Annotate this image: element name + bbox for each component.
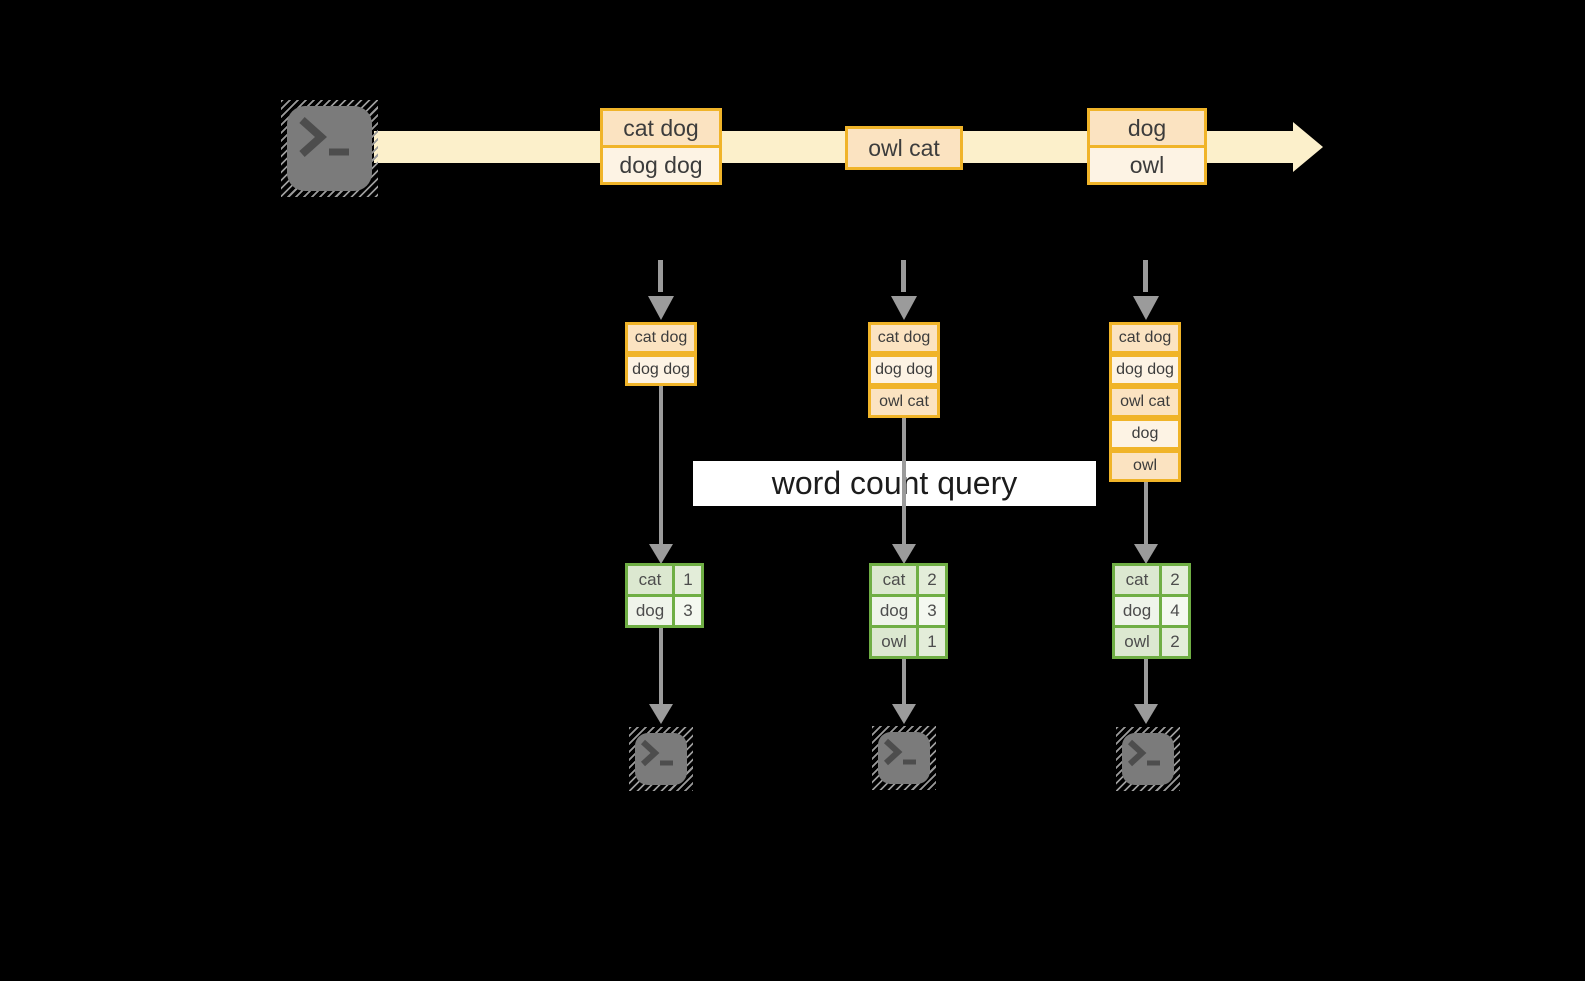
record-line: owl cat (845, 126, 963, 170)
log-row: dog dog (1109, 354, 1181, 386)
log-row: dog dog (625, 354, 697, 386)
log-table-3: cat dog dog dog owl cat dog owl (1109, 322, 1181, 482)
word-cell: cat (872, 566, 916, 594)
count-cell: 2 (1162, 566, 1188, 594)
count-cell: 2 (919, 566, 945, 594)
log-table-1: cat dog dog dog (625, 322, 697, 386)
word-cell: cat (628, 566, 672, 594)
connector-line (659, 386, 663, 546)
count-cell: 4 (1162, 597, 1188, 625)
connector-line (1144, 482, 1148, 546)
count-cell: 1 (675, 566, 701, 594)
prompt-glyph-icon (299, 117, 349, 157)
log-table-2: cat dog dog dog owl cat (868, 322, 940, 418)
count-cell: 2 (1162, 628, 1188, 656)
record-line: dog (1087, 108, 1207, 148)
arrow-head-icon (1134, 704, 1158, 724)
log-row: dog (1109, 418, 1181, 450)
log-row: cat dog (868, 322, 940, 354)
stream-record-1: cat dog dog dog (600, 108, 722, 185)
count-table-2: cat 2 dog 3 owl 1 (869, 563, 948, 659)
log-row: owl cat (868, 386, 940, 418)
word-cell: dog (872, 597, 916, 625)
log-row: owl (1109, 450, 1181, 482)
record-line: cat dog (600, 108, 722, 148)
stream-record-3: dog owl (1087, 108, 1207, 185)
query-banner: word count query (693, 461, 1096, 506)
dashed-arrow-head-icon (1133, 296, 1159, 320)
arrow-head-icon (892, 544, 916, 564)
arrow-head-icon (649, 704, 673, 724)
log-row: owl cat (1109, 386, 1181, 418)
dashed-arrow-shaft (901, 260, 906, 292)
word-cell: dog (628, 597, 672, 625)
dashed-arrow-shaft (1143, 260, 1148, 292)
count-cell: 3 (919, 597, 945, 625)
word-cell: dog (1115, 597, 1159, 625)
connector-line (659, 628, 663, 706)
count-table-3: cat 2 dog 4 owl 2 (1112, 563, 1191, 659)
log-row: cat dog (625, 322, 697, 354)
stream-arrowhead-icon (1293, 122, 1323, 172)
prompt-glyph-icon (1127, 739, 1160, 767)
connector-line (902, 659, 906, 706)
sink-terminal-icon-3 (1116, 727, 1180, 791)
connector-line (902, 418, 906, 546)
log-row: dog dog (868, 354, 940, 386)
prompt-glyph-icon (883, 738, 916, 766)
dashed-arrow-head-icon (648, 296, 674, 320)
count-cell: 1 (919, 628, 945, 656)
stream-record-2: owl cat (845, 126, 963, 170)
word-cell: owl (872, 628, 916, 656)
arrow-head-icon (649, 544, 673, 564)
word-cell: owl (1115, 628, 1159, 656)
log-row: cat dog (1109, 322, 1181, 354)
count-table-1: cat 1 dog 3 (625, 563, 704, 628)
arrow-head-icon (892, 704, 916, 724)
sink-terminal-icon-1 (629, 727, 693, 791)
record-line: dog dog (600, 145, 722, 185)
record-line: owl (1087, 145, 1207, 185)
dashed-arrow-shaft (658, 260, 663, 292)
sink-terminal-icon-2 (872, 726, 936, 790)
prompt-glyph-icon (640, 739, 673, 767)
arrow-head-icon (1134, 544, 1158, 564)
source-terminal-icon (281, 100, 378, 197)
count-cell: 3 (675, 597, 701, 625)
word-cell: cat (1115, 566, 1159, 594)
connector-line (1144, 659, 1148, 706)
dashed-arrow-head-icon (891, 296, 917, 320)
